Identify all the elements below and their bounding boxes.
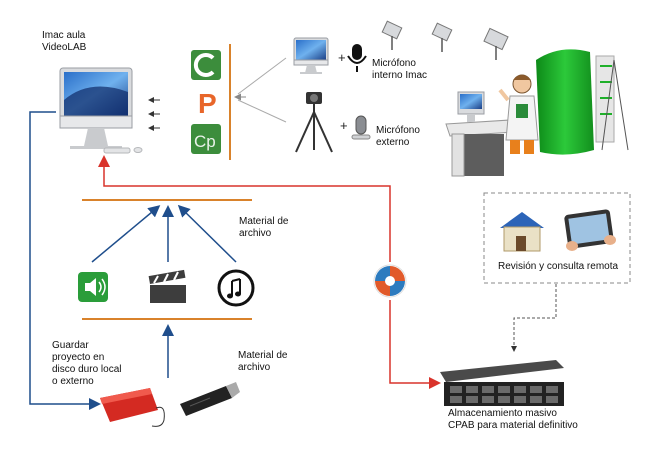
presenter-p-icon: P: [191, 87, 221, 119]
captivate-cp-icon: Cp: [191, 124, 221, 154]
grey-line-top: [237, 57, 287, 95]
blue-arrow-music: [177, 204, 237, 263]
plus-sign-1: +: [338, 50, 346, 65]
presenter-letter: P: [198, 88, 217, 119]
external-hdd-icon: [100, 388, 165, 427]
mic-external-icon: [351, 115, 371, 140]
mic-internal-icon: [347, 44, 367, 72]
studio-light-2: [431, 22, 453, 52]
red-path-to-storage: [389, 300, 441, 389]
label-mic-externo: Micrófono externo: [376, 125, 420, 148]
imac-main: [59, 67, 143, 154]
label-mic-interno: Micrófono interno Imac: [372, 58, 428, 81]
speaker-icon: [78, 272, 108, 302]
music-note-icon: [217, 269, 255, 307]
red-path-to-imac: [98, 155, 391, 262]
desk-with-imac: [445, 91, 517, 177]
studio-light-1: [381, 20, 403, 50]
captivate-letter: Cp: [194, 132, 216, 151]
blue-path-imac-to-disk: [29, 111, 101, 410]
clapperboard-icon: [148, 269, 186, 303]
storage-server-icon: [440, 360, 564, 406]
blue-arrow-audio: [91, 205, 161, 263]
label-imac-aula: Imac aula VideoLAB: [42, 30, 87, 53]
plus-sign-2: +: [340, 118, 348, 133]
grey-line-bottom: [237, 99, 287, 123]
imac-small: [293, 37, 329, 74]
green-screen-set: [536, 49, 629, 155]
label-guardar-proyecto: Guardar proyecto en disco duro local o e…: [52, 340, 122, 387]
house-icon: [500, 212, 544, 252]
presenter-person-icon: [498, 74, 539, 154]
label-revision-remota: Revisión y consulta remota: [498, 261, 619, 272]
camtasia-icon: [191, 50, 221, 80]
label-material-archivo-bottom: Material de archivo: [238, 350, 288, 373]
camera-tripod-icon: [295, 92, 333, 153]
usb-stick-icon: [180, 382, 240, 416]
remote-review-box: [483, 192, 631, 284]
dashed-link-remote-storage: [511, 284, 557, 352]
label-almacenamiento: Almacenamiento masivo CPAB para material…: [448, 408, 578, 431]
label-material-archivo-top: Material de archivo: [239, 216, 289, 239]
studio-light-3: [483, 27, 509, 60]
tablet-icon: [564, 209, 616, 251]
network-hub-icon: [373, 264, 407, 298]
